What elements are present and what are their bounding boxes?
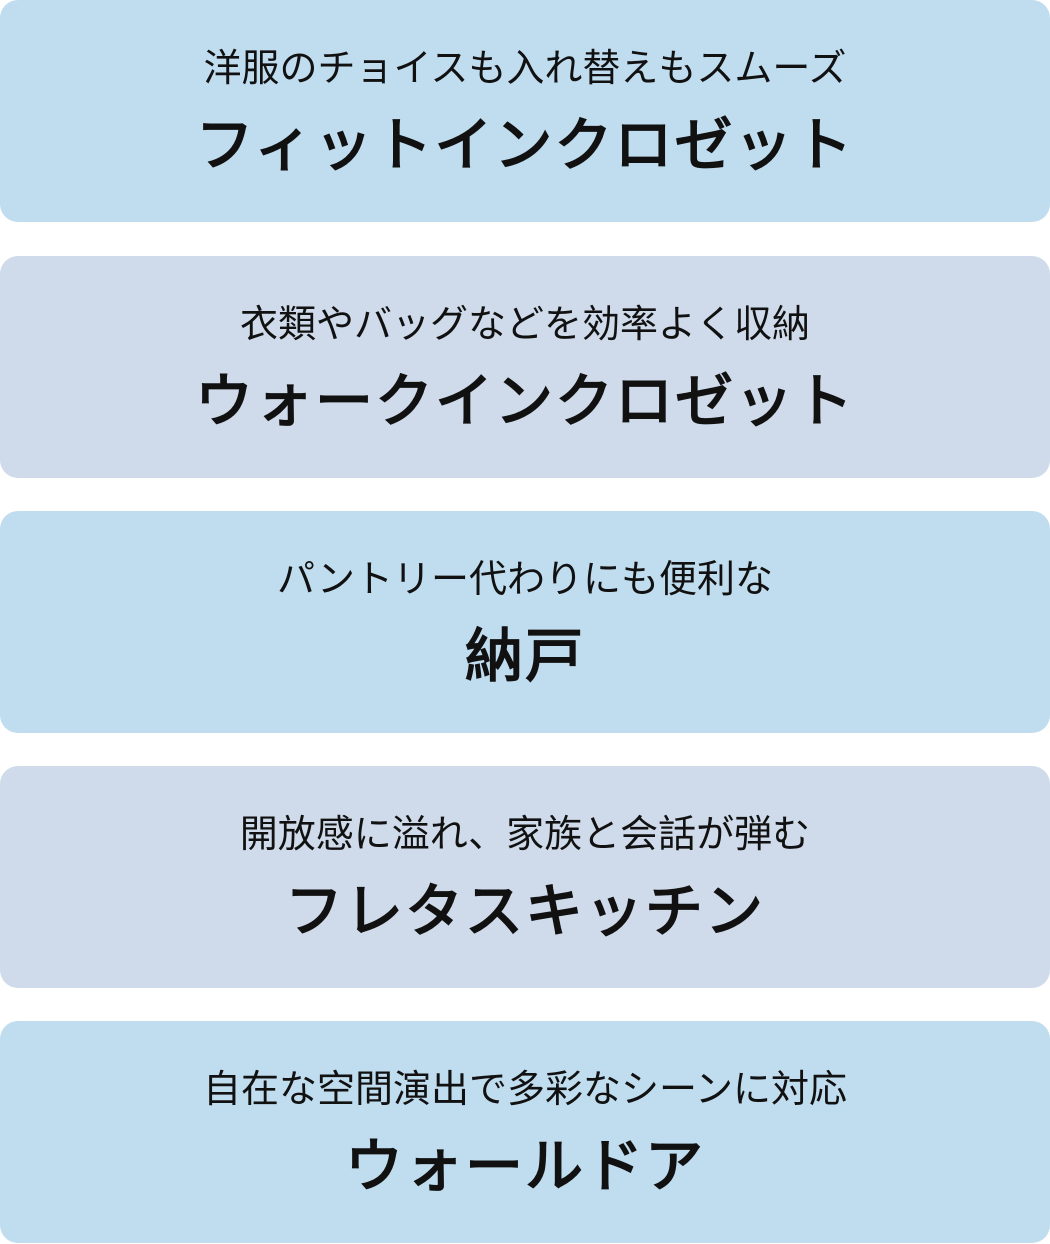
card-subtitle: パントリー代わりにも便利な: [277, 557, 773, 601]
card-title: フレタスキッチン: [284, 877, 765, 945]
card-subtitle: 洋服のチョイスも入れ替えもスムーズ: [203, 46, 847, 90]
card-title: フィットインクロゼット: [195, 111, 855, 179]
card-subtitle: 衣類やバッグなどを効率よく収納: [239, 302, 810, 346]
card-subtitle: 開放感に溢れ、家族と会話が弾む: [239, 812, 811, 856]
card-title: 納戸: [464, 622, 585, 690]
card-subtitle: 自在な空間演出で多彩なシーンに対応: [202, 1067, 848, 1111]
feature-card-storage-room: パントリー代わりにも便利な 納戸: [0, 511, 1050, 733]
feature-card-wall-door: 自在な空間演出で多彩なシーンに対応 ウォールドア: [0, 1021, 1050, 1243]
feature-card-walk-in-closet: 衣類やバッグなどを効率よく収納 ウォークインクロゼット: [0, 256, 1050, 478]
card-title: ウォークインクロゼット: [194, 367, 855, 435]
card-title: ウォールドア: [344, 1132, 705, 1200]
feature-card-kitchen: 開放感に溢れ、家族と会話が弾む フレタスキッチン: [0, 766, 1050, 988]
feature-card-fit-in-closet: 洋服のチョイスも入れ替えもスムーズ フィットインクロゼット: [0, 0, 1050, 222]
